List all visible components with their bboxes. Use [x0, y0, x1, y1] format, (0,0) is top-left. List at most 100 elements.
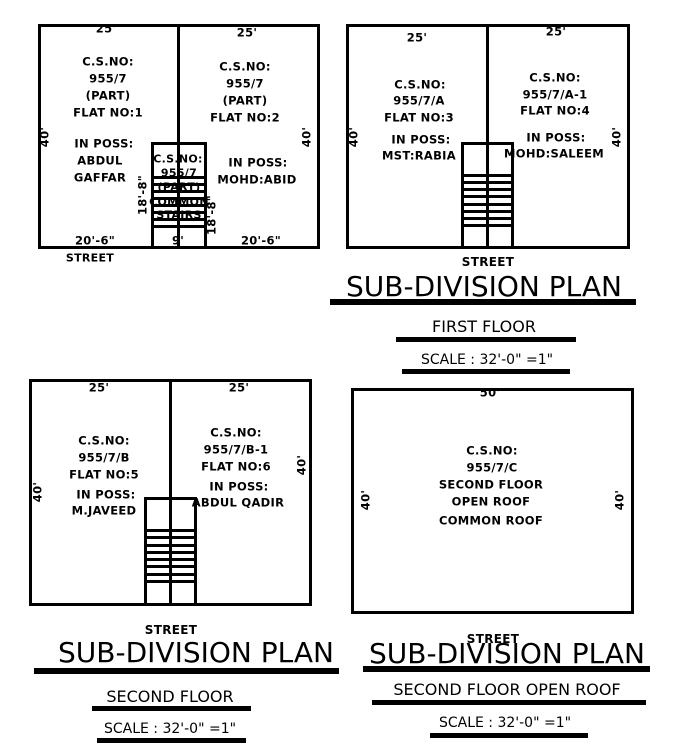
- flat3-poss: IN POSS:: [391, 132, 451, 147]
- party-wall: [177, 25, 180, 145]
- flat3-cs-no: 955/7/A: [393, 93, 445, 108]
- dim-bottom-right: 20'-6": [240, 233, 282, 248]
- dim-top: 50': [479, 385, 501, 400]
- floor-underline: [372, 700, 646, 705]
- flat5-cs-label: C.S.NO:: [78, 433, 130, 448]
- floor-label: FIRST FLOOR: [432, 317, 536, 336]
- flat2-poss: IN POSS:: [228, 155, 288, 170]
- flat4-owner: MOHD:SALEEM: [504, 146, 604, 161]
- street-label: STREET: [144, 623, 198, 637]
- floor-label: SECOND FLOOR OPEN ROOF: [393, 680, 621, 699]
- roof-cs-no: 955/7/C: [466, 460, 518, 475]
- dim-right: 40': [299, 126, 314, 148]
- flat1-owner-2: GAFFAR: [73, 170, 127, 185]
- stair-tread: [146, 529, 195, 532]
- flat5-cs-no: 955/7/B: [78, 450, 130, 465]
- dim-bottom-mid: 9': [171, 233, 185, 248]
- floor-label: SECOND FLOOR: [106, 687, 234, 706]
- flat2-owner: MOHD:ABID: [217, 172, 297, 187]
- dim-right: 40': [609, 126, 624, 148]
- dim-left: 40': [358, 489, 373, 511]
- flat2-number: FLAT NO:2: [210, 110, 280, 125]
- stair-tread: [146, 550, 195, 554]
- flat6-cs-label: C.S.NO:: [210, 425, 262, 440]
- stair-tread: [463, 224, 512, 227]
- plan-title: SUB-DIVISION PLAN: [369, 637, 645, 670]
- flat1-cs-label: C.S.NO:: [82, 54, 134, 69]
- flat1-cs-no: 955/7: [89, 71, 127, 86]
- dim-right: 40': [612, 489, 627, 511]
- dim-bottom-left: 20'-6": [74, 233, 116, 248]
- flat2-part: (PART): [222, 93, 268, 108]
- stair-tread: [153, 197, 205, 200]
- title-underline: [330, 299, 636, 305]
- scale-underline: [97, 738, 246, 743]
- flat3-cs-label: C.S.NO:: [394, 77, 446, 92]
- party-wall: [486, 25, 489, 247]
- roof-line-3: SECOND FLOOR: [438, 477, 544, 492]
- flat5-number: FLAT NO:5: [69, 467, 139, 482]
- flat1-number: FLAT NO:1: [73, 105, 143, 120]
- stair-tread: [146, 565, 195, 569]
- flat5-owner: M.JAVEED: [71, 503, 137, 518]
- flat4-cs-no: 955/7/A-1: [522, 87, 588, 102]
- dim-left: 40': [37, 126, 52, 148]
- dim-top-left: 25': [88, 380, 110, 395]
- stair-tread: [153, 204, 205, 207]
- dim-top-left: 25': [406, 30, 428, 45]
- flat6-cs-no: 955/7/B-1: [203, 442, 269, 457]
- stair-tread: [153, 218, 205, 221]
- roof-cs-label: C.S.NO:: [466, 443, 518, 458]
- stair-tread: [463, 202, 512, 206]
- dim-top-left: 25': [95, 21, 117, 36]
- stair-tread: [463, 195, 512, 199]
- party-wall: [169, 380, 172, 604]
- street-label: STREET: [65, 251, 115, 265]
- stair-tread: [153, 190, 205, 193]
- stair-dim-right: 18'-8": [204, 194, 219, 236]
- stair-part: (PART): [157, 180, 201, 194]
- stair-tread: [146, 580, 195, 583]
- flat3-number: FLAT NO:3: [384, 110, 454, 125]
- scale-underline: [402, 369, 570, 374]
- stair-outline: [144, 497, 197, 606]
- scale-label: SCALE : 32'-0" =1": [103, 721, 237, 737]
- dim-top-right: 25': [545, 24, 567, 39]
- title-underline: [363, 666, 650, 672]
- floor-underline: [92, 706, 251, 711]
- stair-tread: [146, 536, 195, 540]
- stair-common: COMMON: [149, 195, 209, 209]
- street-label: STREET: [466, 632, 520, 646]
- stair-tread: [463, 216, 512, 220]
- flat6-poss: IN POSS:: [209, 479, 269, 494]
- stair-tread: [146, 572, 195, 576]
- stair-tread: [153, 211, 205, 214]
- street-label: STREET: [461, 255, 515, 269]
- stair-outline: [461, 142, 514, 249]
- flat5-poss: IN POSS:: [76, 487, 136, 502]
- plan-title: SUB-DIVISION PLAN: [346, 270, 622, 303]
- flat4-number: FLAT NO:4: [520, 103, 590, 118]
- scale-underline: [430, 733, 588, 738]
- stair-tread: [153, 183, 205, 186]
- stair-tread: [463, 188, 512, 192]
- flat4-cs-label: C.S.NO:: [529, 70, 581, 85]
- scale-label: SCALE : 32'-0" =1": [420, 352, 554, 368]
- scale-label: SCALE : 32'-0" =1": [438, 715, 572, 731]
- stair-tread: [463, 174, 512, 177]
- plot-outline: [351, 388, 634, 614]
- floor-underline: [396, 337, 576, 342]
- plan-title: SUB-DIVISION PLAN: [58, 636, 334, 669]
- stair-divider: [177, 143, 180, 248]
- flat2-cs-label: C.S.NO:: [219, 59, 271, 74]
- stair-tread: [463, 181, 512, 185]
- flat4-poss: IN POSS:: [526, 130, 586, 145]
- flat6-owner: ABDUL QADIR: [191, 495, 285, 510]
- dim-left: 40': [346, 126, 361, 148]
- title-underline: [34, 668, 339, 674]
- stair-cs-no: 955/7: [160, 166, 198, 180]
- dim-left: 40': [30, 481, 45, 503]
- roof-line-5: COMMON ROOF: [438, 513, 544, 528]
- stair-stairs: STAIRS: [156, 208, 202, 222]
- flat1-owner-1: ABDUL: [77, 153, 123, 168]
